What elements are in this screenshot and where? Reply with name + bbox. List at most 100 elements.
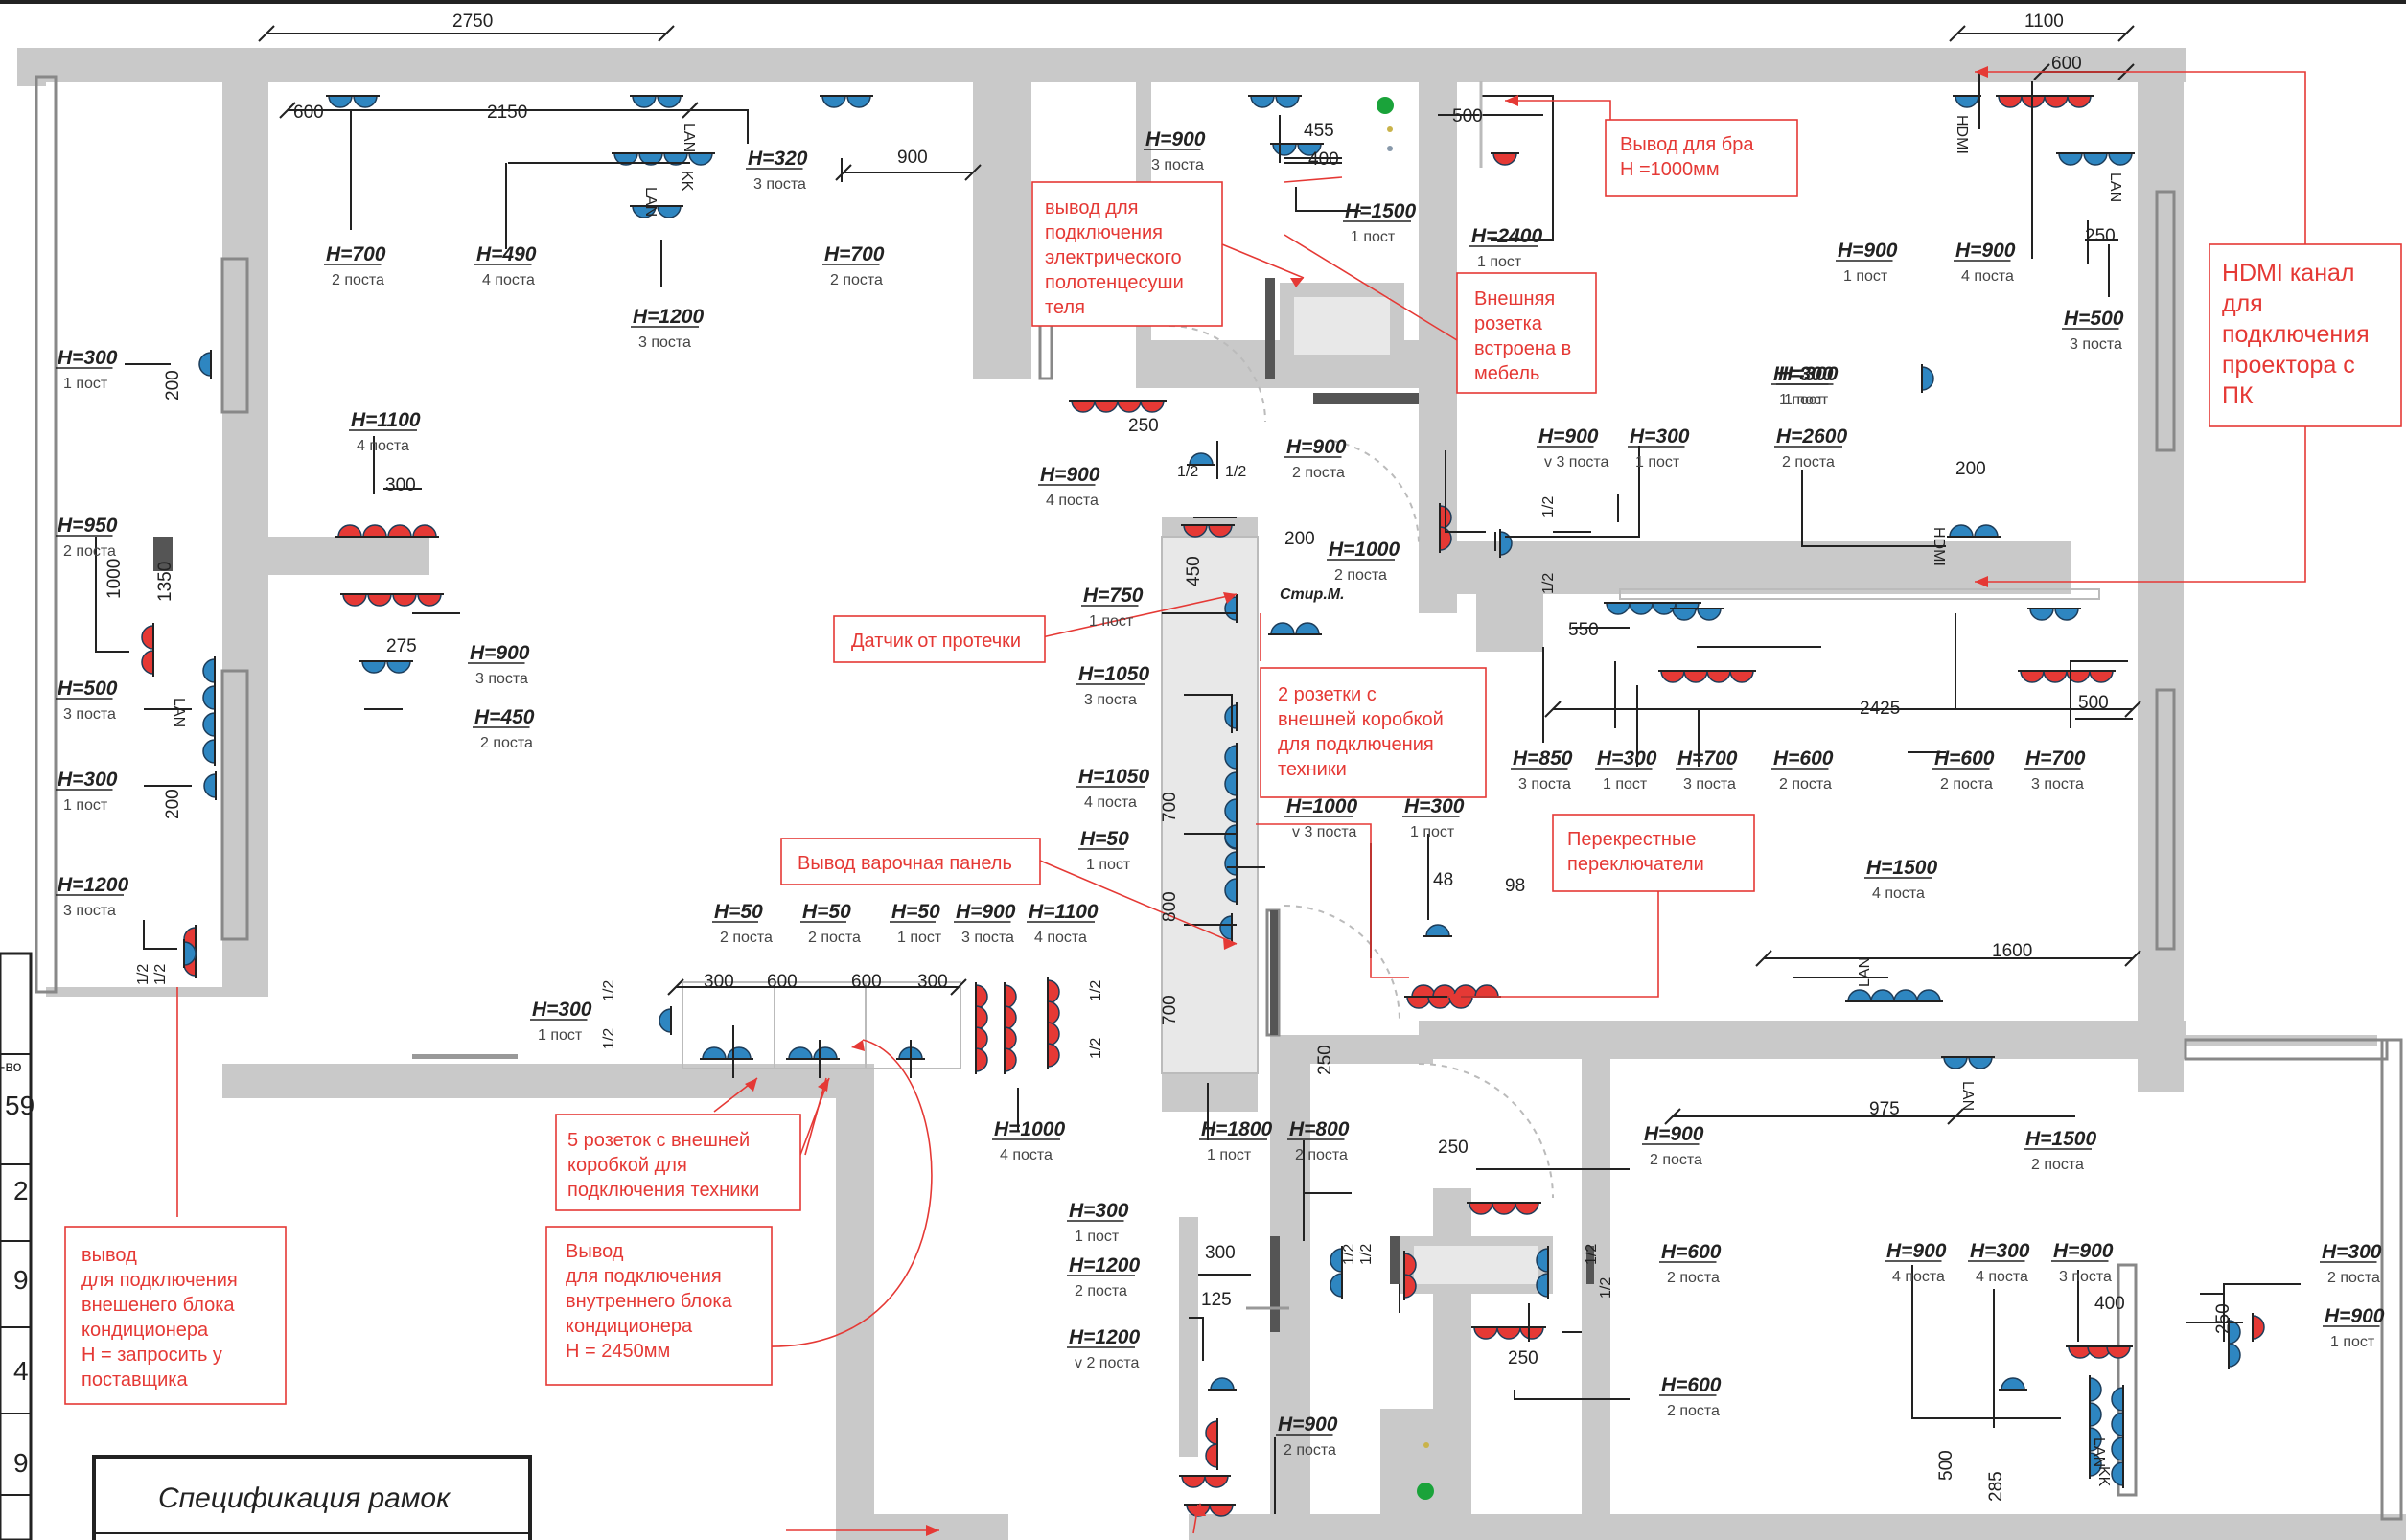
post-count: 3 поста [1518,776,1571,793]
power-socket-red [2064,670,2093,683]
height-value: H=300 [58,769,118,791]
spec-qty-3: 9 [13,1265,29,1295]
height-value: H=1000 [1286,795,1357,817]
power-socket-blue [1921,364,1934,393]
post-count: 1 пост [1207,1147,1252,1163]
dim-700-v: 700 [1160,792,1180,822]
height-value: H=900 [1838,240,1898,262]
label-washer: Стир.М. [1280,586,1345,603]
power-socket-blue [1208,1377,1237,1391]
height-value: H=300 [532,999,592,1021]
label-lan-4: LAN [171,698,187,727]
dim-550: 550 [1568,620,1599,640]
post-count: 2 поста [1779,776,1832,793]
rotated-dimension-texts: 200 1000 1350 200 450 700 800 700 250 25… [104,370,2233,1502]
note-box-cross [1552,814,1755,892]
power-socket-red [365,593,394,607]
height-callout: H=1800 1 пост [1199,1118,1272,1163]
power-socket-red [1517,1326,1546,1340]
post-count: 2 поста [808,930,861,946]
post-count: 2 поста [720,930,773,946]
power-socket-red [1047,999,1060,1027]
post-count: 2 поста [2031,1157,2084,1173]
power-socket-red [2042,95,2071,108]
height-value: H=900 [1145,128,1206,150]
height-value: H=900 [956,901,1016,923]
height-value: H=300 [2322,1241,2382,1263]
height-value: H=750 [1083,585,1144,607]
power-socket-red [410,524,439,538]
height-value: H=600 [1661,1374,1722,1396]
post-count: 1 пост [1410,824,1455,840]
label-lan-7: LAN [2091,1437,2107,1467]
power-socket-blue [1295,143,1324,156]
power-socket-red [1403,1272,1417,1300]
height-value: H=2600 [1776,425,1847,448]
height-callout: H=300 1 пост [1402,795,1465,840]
dim-455: 455 [1304,121,1334,141]
power-socket-red [2087,670,2116,683]
power-socket-blue [384,660,413,674]
power-socket-red [1092,400,1121,413]
power-socket-blue [844,95,873,108]
height-value: H=300 [1970,1240,2030,1262]
height-value: H=1800 [1201,1118,1272,1140]
post-count: 3 поста [961,930,1014,946]
power-socket-red [1472,984,1501,998]
power-socket-blue [2111,1435,2124,1463]
dim-450-v: 450 [1184,556,1204,586]
dim-1600: 1600 [1992,941,2032,961]
height-value: H=1200 [633,306,704,328]
power-socket-blue [1224,743,1238,771]
bench [412,1054,518,1059]
post-count: 1 пост [63,376,108,392]
post-count: 1 пост [1477,254,1522,270]
symbol-labels: LAN LAN HDMI HDMI LAN LAN LAN LAN LAN KK… [171,115,2123,1487]
height-value: H=700 [1677,747,1738,770]
height-value: H=1100 [351,409,421,431]
height-value: H=300 [1773,363,1834,385]
power-socket-red [1205,1418,1218,1447]
power-socket-blue [725,1046,753,1060]
height-value: H=900 [1040,464,1100,486]
half-6: 1/2 [1540,573,1557,594]
power-socket-red [1494,1326,1523,1340]
power-socket-blue [1423,924,1452,937]
power-socket-red [1681,670,1710,683]
post-count: 3 поста [638,334,691,351]
height-value: H=900 [470,642,530,664]
power-socket-blue [2089,1450,2102,1479]
post-count: 1 пост [1086,857,1131,873]
towel-rail-h [1313,393,1419,404]
power-socket-blue [1604,602,1632,615]
post-count: 1 пост [1089,613,1134,630]
dim-2750: 2750 [452,11,493,32]
note-box-leak [833,615,1046,663]
post-count: 4 поста [1084,794,1137,811]
power-socket-red [2041,670,2070,683]
height-value: H=300 [1404,795,1465,817]
post-count: v 2 поста [1075,1355,1140,1371]
power-socket-blue [203,771,217,800]
thermostat [153,537,173,571]
